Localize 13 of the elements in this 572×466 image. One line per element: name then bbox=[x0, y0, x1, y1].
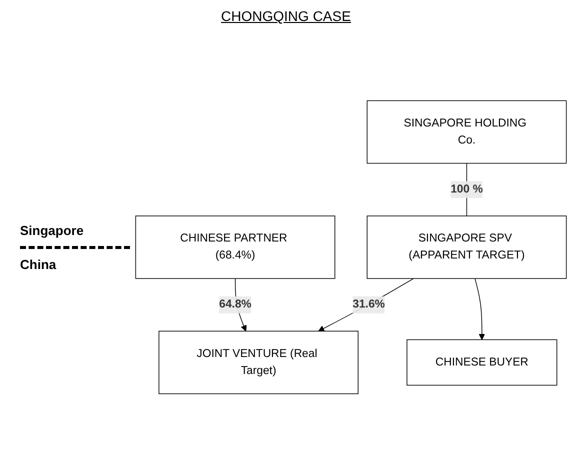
node-box: SINGAPORE SPV (APPARENT TARGET) bbox=[366, 215, 567, 279]
diagram-title: CHONGQING CASE bbox=[221, 8, 351, 24]
node-box: SINGAPORE HOLDING Co. bbox=[366, 100, 567, 164]
node-box: CHINESE BUYER bbox=[406, 339, 558, 386]
region-label: China bbox=[20, 256, 58, 272]
arrow bbox=[318, 278, 414, 332]
arrow bbox=[474, 278, 486, 340]
region-label: Singapore bbox=[20, 222, 85, 238]
edge-label: 31.6% bbox=[352, 298, 385, 310]
edge-label: 64.8% bbox=[219, 298, 252, 310]
node-box: JOINT VENTURE (Real Target) bbox=[158, 330, 358, 394]
edge-label: 100 % bbox=[450, 182, 483, 196]
node-box: CHINESE PARTNER (68.4%) bbox=[135, 215, 336, 279]
